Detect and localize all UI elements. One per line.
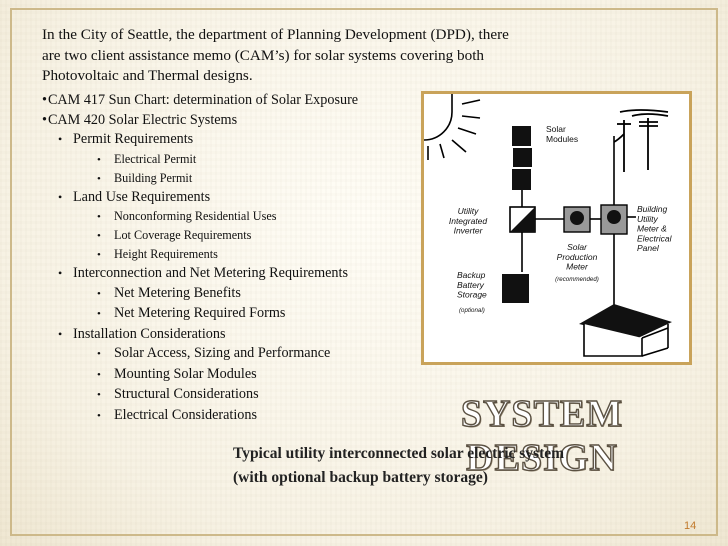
outline-item-level-1: •CAM 420 Solar Electric Systems: [42, 111, 358, 131]
house-icon: [579, 304, 672, 357]
outline-item-level-1: •CAM 417 Sun Chart: determination of Sol…: [42, 91, 358, 111]
bullet-icon: •: [97, 230, 101, 242]
battery-note: (optional): [459, 307, 485, 314]
outline-item-level-3: • Lot Coverage Requirements: [42, 226, 358, 245]
outline-item-level-3: • Net Metering Required Forms: [42, 304, 358, 325]
outline-item-text: Installation Considerations: [73, 325, 226, 342]
caption-line-1: Typical utility interconnected solar ele…: [233, 445, 565, 462]
outline-item-level-3: • Net Metering Benefits: [42, 284, 358, 305]
outline-item-text: Electrical Permit: [114, 151, 197, 166]
caption-line-2: (with optional backup battery storage): [233, 469, 488, 486]
bullet-icon: •: [97, 348, 101, 360]
outline-item-level-3: • Structural Considerations: [42, 385, 358, 406]
outline-item-level-3: • Solar Access, Sizing and Performance: [42, 344, 358, 365]
outline-item-text: Building Permit: [114, 170, 193, 185]
outline-item-text: Mounting Solar Modules: [114, 365, 257, 382]
bullet-icon: •: [58, 326, 63, 341]
outline-item-level-2: • Interconnection and Net Metering Requir…: [42, 264, 358, 284]
sun-icon: [424, 94, 481, 160]
outline-item-level-2: • Land Use Requirements: [42, 188, 358, 208]
outline-item-text: Height Requirements: [114, 247, 218, 261]
bullet-icon: •: [42, 111, 47, 128]
page-number: 14: [684, 520, 697, 532]
bullet-icon: •: [97, 287, 101, 300]
slide-title: SYSTEM DESIGN: [460, 392, 624, 479]
bullet-icon: •: [97, 368, 101, 381]
bullet-icon: •: [42, 92, 47, 108]
outline-item-text: Electrical Considerations: [114, 406, 258, 423]
outline-item-text: Nonconforming Residential Uses: [114, 209, 277, 223]
outline-item-level-3: • Nonconforming Residential Uses: [42, 207, 358, 226]
bullet-icon: •: [97, 389, 101, 401]
outline-item-text: Interconnection and Net Metering Require…: [73, 265, 348, 281]
intro-paragraph: In the City of Seattle, the department o…: [42, 26, 509, 84]
bullet-icon: •: [58, 132, 63, 146]
outline-item-level-2: • Permit Requirements: [42, 130, 358, 150]
bullet-icon: •: [58, 189, 63, 204]
bullet-icon: •: [97, 409, 101, 422]
outline-item-level-2: • Installation Considerations: [42, 325, 358, 345]
outline-item-text: Land Use Requirements: [73, 188, 211, 205]
bullet-icon: •: [97, 211, 101, 223]
diagram-caption: Typical utility interconnected solar ele…: [233, 442, 564, 490]
outline-item-text: Lot Coverage Requirements: [114, 228, 252, 242]
outline-item-text: CAM 420 Solar Electric Systems: [47, 111, 238, 128]
inverter-icon: [509, 206, 536, 233]
outline-item-level-3: • Electrical Permit: [42, 150, 358, 169]
utility-poles-icon: [613, 109, 669, 172]
solar-modules-icon: [512, 126, 532, 190]
bullet-icon: •: [97, 308, 101, 320]
outline-item-level-3: • Electrical Considerations: [42, 406, 358, 427]
utility-meter-icon: [600, 204, 628, 235]
outline-item-text: Permit Requirements: [73, 131, 194, 147]
battery-icon: [502, 274, 529, 303]
outline-item-text: Net Metering Required Forms: [114, 305, 286, 321]
outline-item-level-3: • Height Requirements: [42, 245, 358, 264]
bullet-outline: •CAM 417 Sun Chart: determination of Sol…: [42, 91, 358, 426]
outline-item-level-3: • Building Permit: [42, 169, 358, 188]
outline-item-text: Solar Access, Sizing and Performance: [114, 345, 331, 361]
bullet-icon: •: [97, 172, 101, 185]
bullet-icon: •: [58, 266, 63, 280]
production-meter-icon: [563, 206, 591, 233]
outline-item-text: Net Metering Benefits: [114, 284, 241, 301]
production-meter-note: (recommended): [555, 276, 599, 283]
outline-item-text: Structural Considerations: [114, 386, 259, 402]
bullet-icon: •: [97, 249, 101, 261]
outline-item-level-3: • Mounting Solar Modules: [42, 365, 358, 386]
outline-item-text: CAM 417 Sun Chart: determination of Sola…: [47, 92, 359, 108]
bullet-icon: •: [97, 153, 101, 166]
